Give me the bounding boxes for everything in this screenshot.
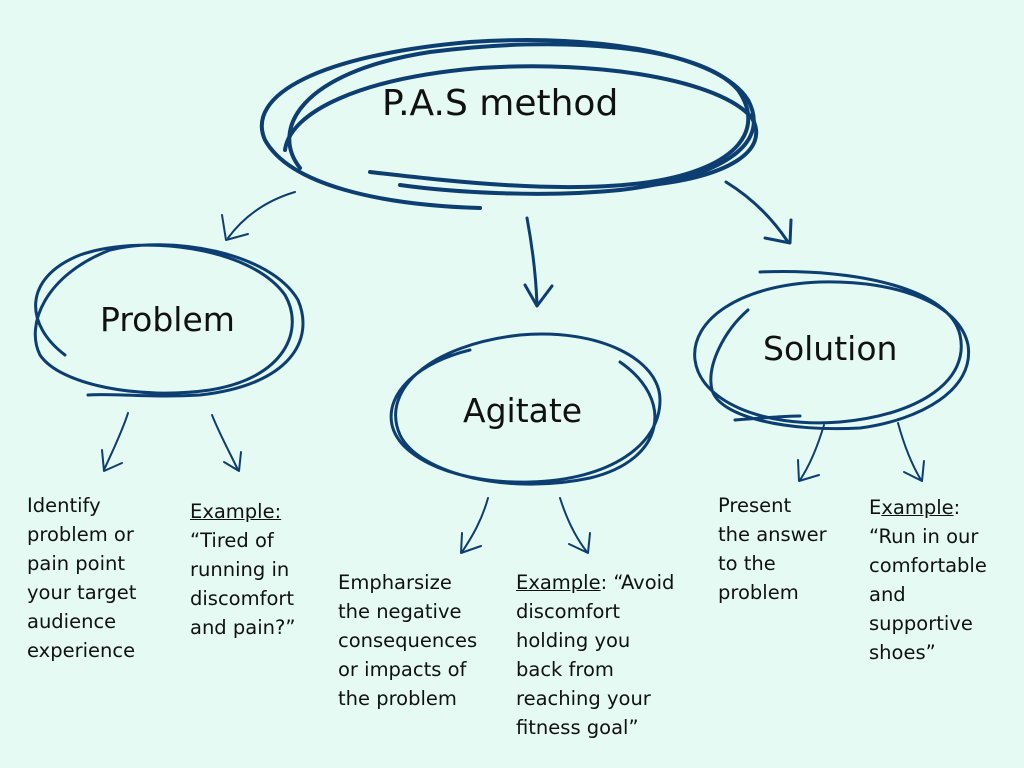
- solution-example-line: and: [869, 583, 906, 606]
- solution-example: Example: “Run in our comfortable and sup…: [869, 493, 987, 667]
- solution-title: Solution: [763, 329, 898, 368]
- solution-example-line: shoes”: [869, 641, 936, 664]
- problem-description-line: problem or: [27, 523, 134, 546]
- agitate-title: Agitate: [463, 391, 583, 430]
- agitate-description-line: consequences: [338, 629, 478, 652]
- problem-description-line: Identify: [27, 494, 101, 517]
- agitate-example-line: fitness goal”: [516, 716, 639, 739]
- problem-description-line: pain point: [27, 552, 126, 575]
- main-title-scribble: [259, 38, 759, 210]
- solution-description: Present the answer to the problem: [718, 491, 827, 607]
- agitate-scribble: [389, 332, 662, 486]
- agitate-description: Empharsize the negative consequences or …: [338, 568, 477, 713]
- problem-scribble: [33, 243, 305, 398]
- solution-right-arrow: [897, 422, 925, 482]
- agitate-example-line: back from: [516, 658, 614, 681]
- problem-example-line: and pain?”: [190, 616, 296, 639]
- agitate-description-line: the problem: [338, 687, 457, 710]
- agitate-example: Example: “Avoid discomfort holding you b…: [516, 568, 674, 742]
- problem-description-line: experience: [27, 639, 136, 662]
- main-arrow-to-problem: [221, 191, 296, 241]
- problem-left-arrow: [101, 412, 129, 472]
- agitate-right-arrow: [559, 497, 591, 554]
- agitate-left-arrow: [460, 497, 489, 554]
- agitate-example-label: Example: [516, 571, 601, 594]
- agitate-description-line: Empharsize: [338, 571, 452, 594]
- solution-example-line: comfortable: [869, 554, 987, 577]
- agitate-description-line: the negative: [338, 600, 462, 623]
- problem-title: Problem: [100, 300, 235, 339]
- solution-example-line: “Run in our: [869, 525, 979, 548]
- solution-example-prefix: E: [869, 496, 882, 519]
- problem-description-line: your target: [27, 581, 137, 604]
- solution-example-colon: :: [953, 496, 961, 519]
- main-arrow-to-agitate: [523, 216, 554, 308]
- agitate-example-line: discomfort: [516, 600, 621, 623]
- problem-description-line: audience: [27, 610, 117, 633]
- agitate-example-line: holding you: [516, 629, 631, 652]
- agitate-example-first-line: : “Avoid: [600, 571, 675, 594]
- agitate-example-line: reaching your: [516, 687, 651, 710]
- solution-description-line: problem: [718, 581, 799, 604]
- problem-example-line: running in: [190, 558, 290, 581]
- solution-example-label: xample: [881, 496, 954, 519]
- problem-example-line: “Tired of: [190, 529, 274, 552]
- solution-left-arrow: [797, 424, 825, 482]
- main-arrow-to-solution: [724, 180, 793, 245]
- agitate-description-line: or impacts of: [338, 658, 467, 681]
- solution-description-line: the answer: [718, 523, 827, 546]
- problem-description: Identify problem or pain point your targ…: [27, 491, 136, 665]
- main-title: P.A.S method: [382, 83, 619, 124]
- solution-example-line: supportive: [869, 612, 973, 635]
- solution-description-line: Present: [718, 494, 792, 517]
- solution-description-line: to the: [718, 552, 776, 575]
- problem-example-label: Example:: [190, 500, 282, 523]
- problem-example-line: discomfort: [190, 587, 295, 610]
- problem-example: Example: “Tired of running in discomfort…: [190, 497, 295, 642]
- solution-scribble: [693, 270, 971, 431]
- problem-right-arrow: [211, 414, 242, 472]
